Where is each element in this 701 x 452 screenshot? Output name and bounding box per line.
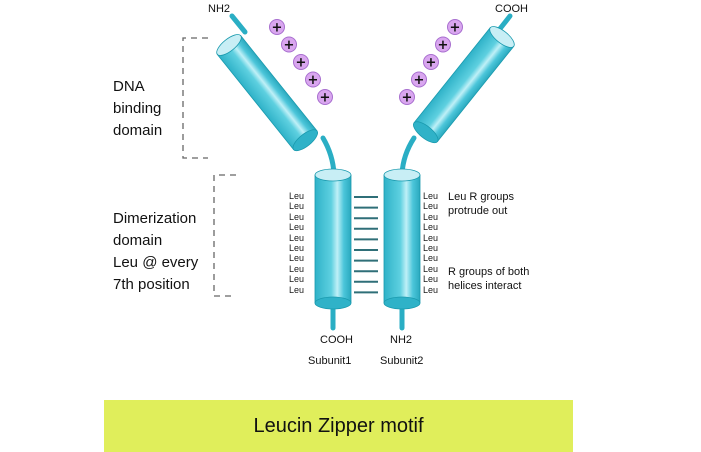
linker-left [320,135,337,177]
subunit1-label: Subunit1 [308,355,352,367]
cooh-top-label: COOH [495,3,528,15]
plus-sign: + [320,91,331,106]
subunit2-residue: Leu [423,284,439,295]
note-interact: R groups of both helices interact [448,266,530,292]
subunit2-residue: Leu [423,222,439,233]
nh2-top-label: NH2 [208,3,231,15]
positive-charge-icon [317,89,333,105]
plus-sign: + [402,91,413,106]
note-protrude: Leu R groups protrude out [448,191,515,217]
subunit2-residue: Leu [423,263,439,274]
plus-sign: + [308,73,319,88]
subunit2-residue: Leu [423,232,439,243]
positive-charge-icon [399,89,415,105]
subunit2-label: Subunit2 [380,355,424,367]
subunit1-residue: Leu [289,222,305,233]
subunit1-residue: Leu [289,263,305,274]
positive-charge-icon [435,36,451,53]
positive-charge-icon [269,19,285,35]
subunit1-cooh-label: COOH [320,334,353,346]
subunit2-residue: Leu [423,253,439,264]
plus-sign: + [296,56,307,71]
subunit1-residue: Leu [289,201,305,212]
helix-top-right [399,13,515,177]
zipper-bonds [354,196,378,294]
subunit1-residue: Leu [289,191,305,201]
subunit1-residue: Leu [289,284,305,295]
subunit1-residue: Leu [289,211,305,222]
subunit1-residue: Leu [289,274,305,285]
positive-charge-icon [281,36,297,53]
positive-charge-icon [305,71,321,88]
positive-charge-icon [293,54,309,70]
plus-sign: + [450,21,461,36]
dna-binding-domain-label: DNA binding domain [113,78,163,139]
subunit2-residue: Leu [423,243,439,254]
plus-sign: + [414,73,425,88]
helix-top-left [216,13,337,177]
subunit2-residue: Leu [423,191,439,201]
plus-sign: + [284,38,295,53]
plus-sign: + [272,21,283,36]
dna-binding-bracket [182,37,208,159]
tail-cooh [496,13,513,33]
positive-charge-icon [423,54,439,70]
helix-subunit1 [314,168,352,331]
linker-right [399,135,417,177]
subunit1-residue: Leu [289,232,305,243]
title: Leucin Zipper motif [253,414,424,437]
dimerization-domain-label: Dimerization domain Leu @ every 7th posi… [113,210,199,293]
subunit2-residue: Leu [423,274,439,285]
subunit2-residue: Leu [423,211,439,222]
subunit2-nh2-label: NH2 [390,334,413,346]
positive-charge-icon [447,19,463,35]
subunit1-residue: Leu [289,253,305,264]
charges-left: +++++ [269,19,333,106]
plus-sign: + [438,38,449,53]
charges-right: +++++ [399,19,463,106]
plus-sign: + [426,56,437,71]
subunit2-residue: Leu [423,201,439,212]
helix-subunit2 [383,168,421,331]
tail-nh2 [229,13,248,35]
positive-charge-icon [411,71,427,88]
title-banner: Leucin Zipper motif [104,400,573,452]
subunit1-residue: Leu [289,243,305,254]
dimerization-bracket [213,174,236,297]
